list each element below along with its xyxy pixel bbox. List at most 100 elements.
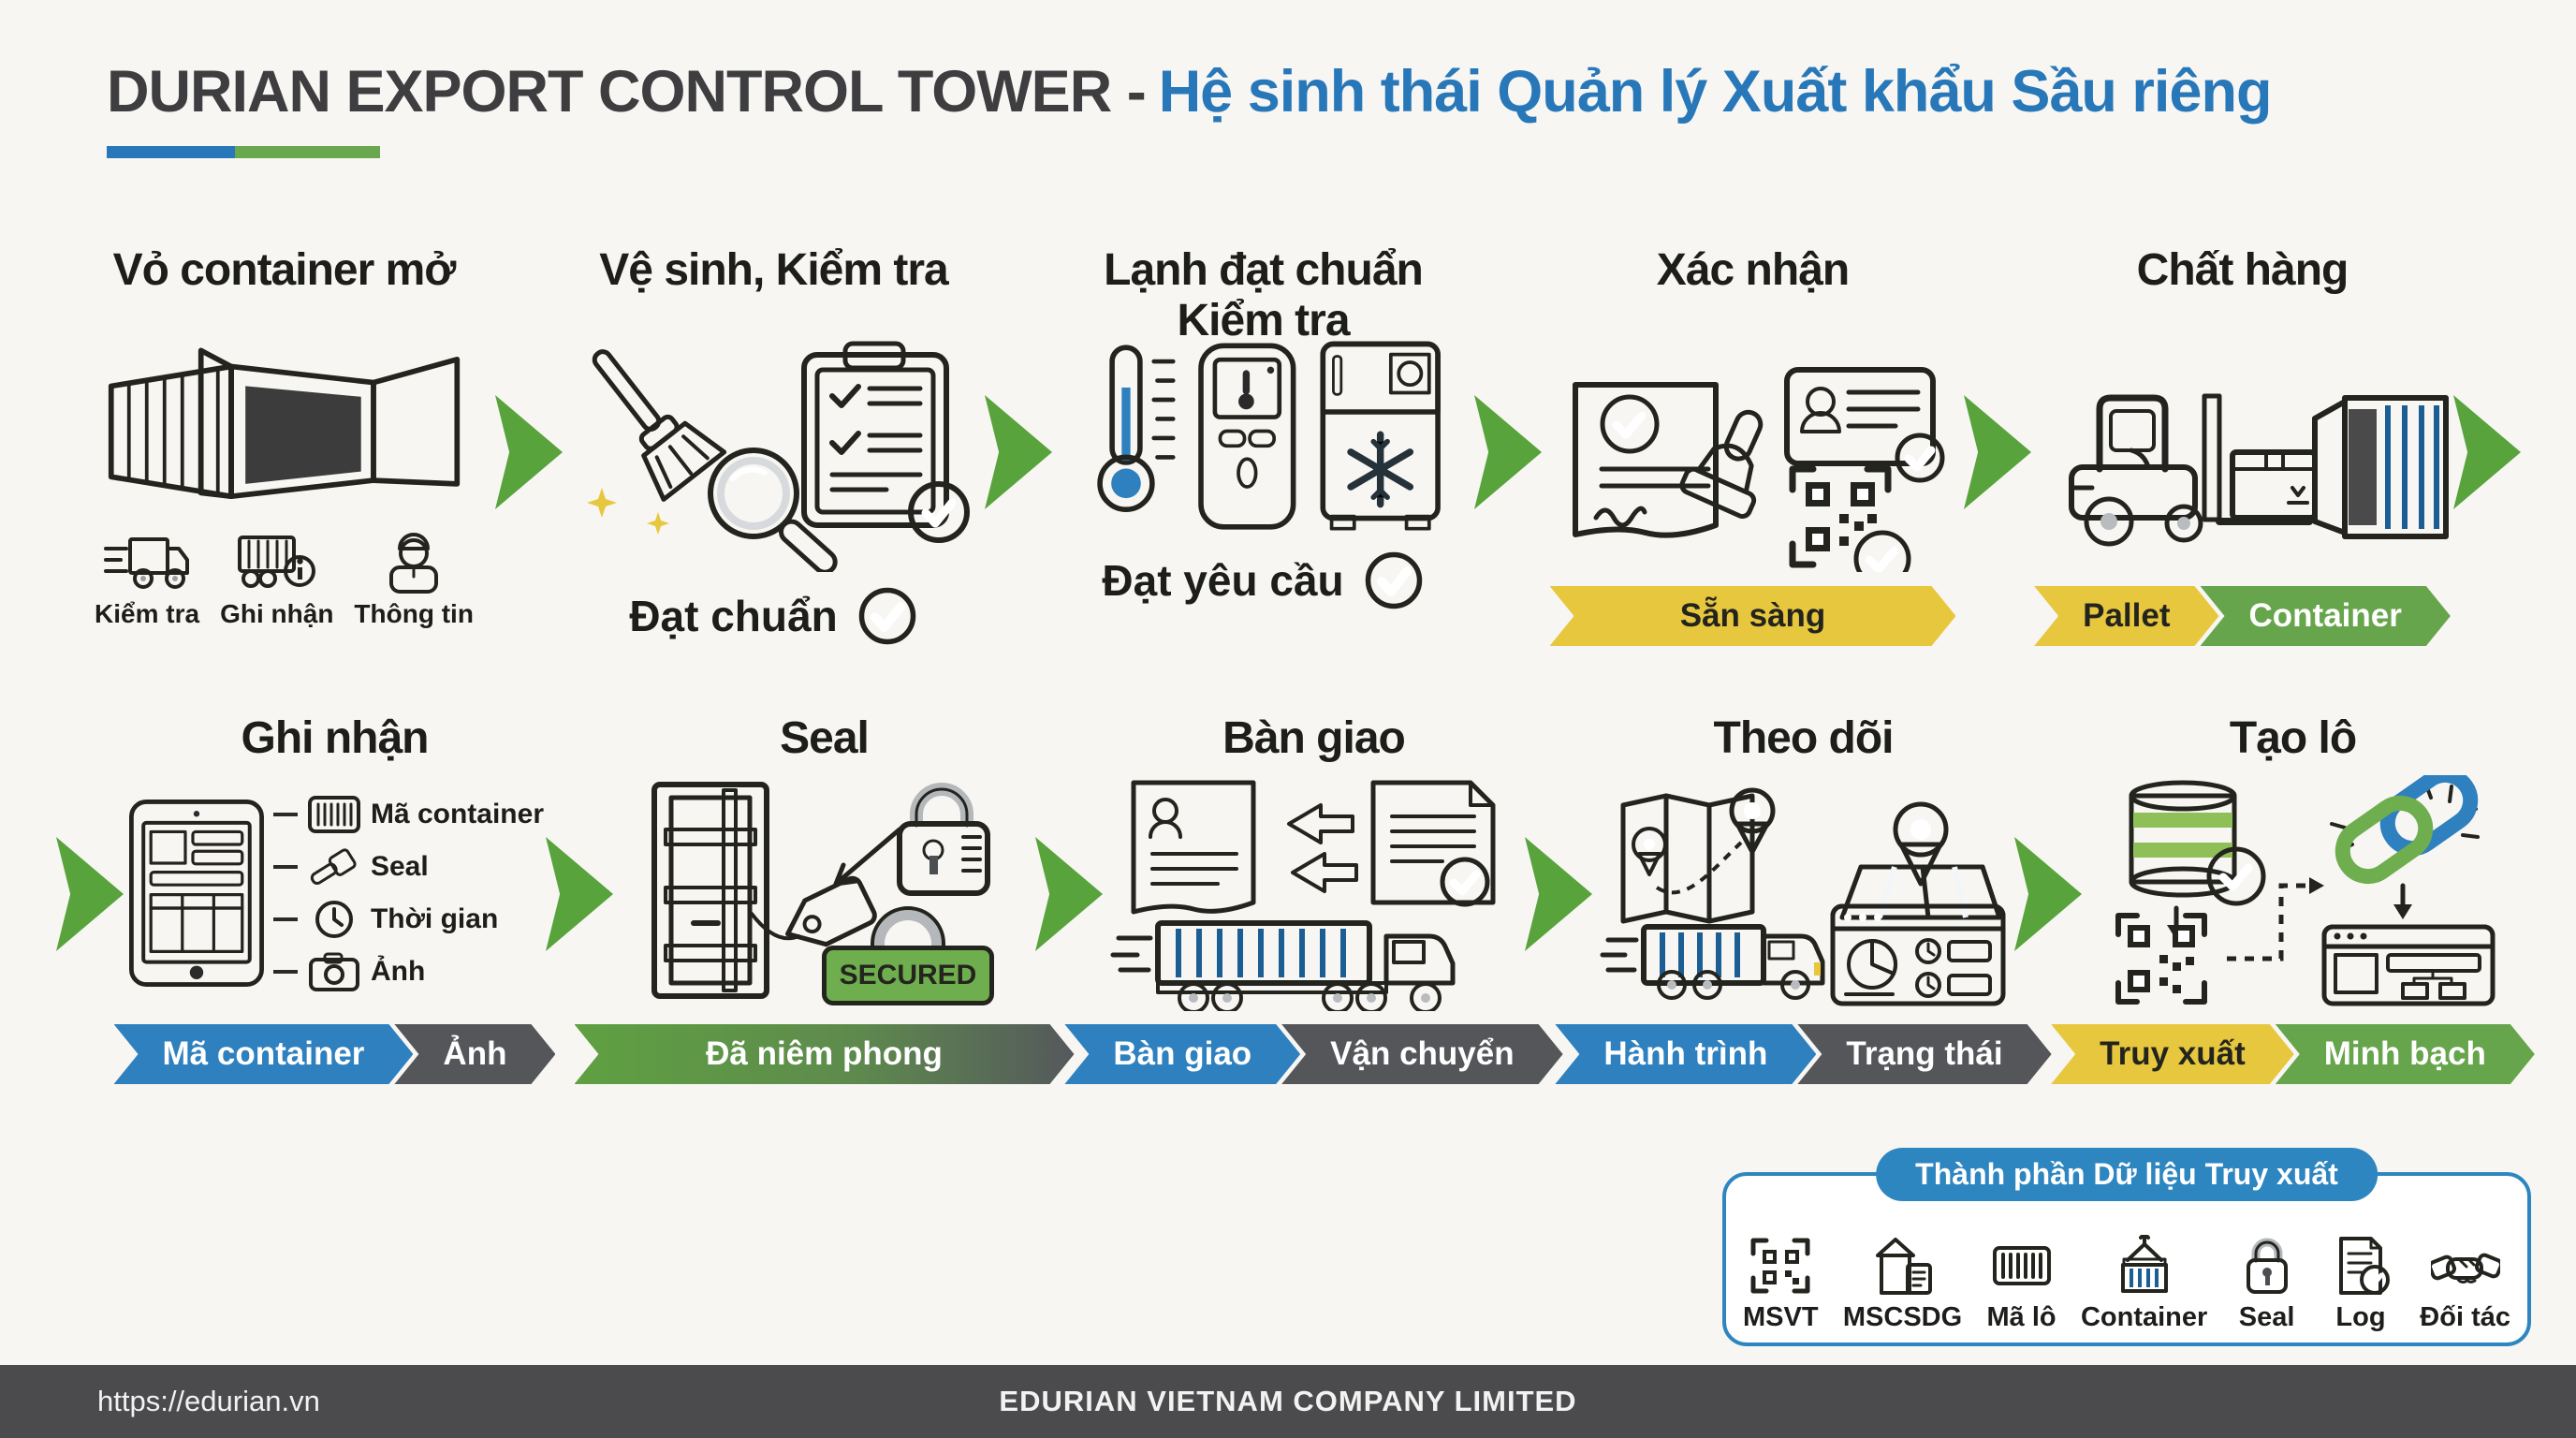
cold-check-icon bbox=[1054, 337, 1472, 537]
step-confirmation: Xác nhận bbox=[1544, 245, 1962, 655]
trace-item-label: MSVT bbox=[1743, 1302, 1819, 1332]
flow-arrow-icon bbox=[1964, 395, 2031, 509]
step-title: Vỏ container mở bbox=[112, 245, 457, 295]
flow-arrow-icon bbox=[1525, 837, 1592, 951]
secured-label: SECURED bbox=[821, 946, 995, 1005]
footer-url[interactable]: https://edurian.vn bbox=[97, 1385, 320, 1417]
trace-item-label: Đối tác bbox=[2420, 1302, 2510, 1332]
mini-record-trailer: Ghi nhận bbox=[220, 530, 333, 629]
step-title: Lạnh đạt chuẩn Kiểm tra bbox=[1104, 245, 1424, 345]
banner-handover: Bàn giao bbox=[1064, 1024, 1300, 1084]
flow-arrow-icon bbox=[2453, 395, 2521, 509]
open-container-icon bbox=[75, 337, 493, 521]
banner-photo: Ảnh bbox=[394, 1024, 555, 1084]
record-callouts: Mã container Seal bbox=[273, 793, 544, 993]
seal-tag-icon bbox=[310, 848, 357, 886]
trace-item-partner: Đối tác bbox=[2420, 1208, 2510, 1333]
step-banners: Hành trình Trạng thái bbox=[1555, 1015, 2051, 1093]
step-title-line1: Lạnh đạt chuẩn bbox=[1104, 245, 1424, 295]
flow-arrow-icon bbox=[985, 395, 1052, 509]
banner-journey: Hành trình bbox=[1555, 1024, 1816, 1084]
trace-item-label: Seal bbox=[2238, 1302, 2295, 1332]
building-icon bbox=[1875, 1238, 1932, 1295]
step-title: Ghi nhận bbox=[241, 713, 430, 763]
camera-icon bbox=[308, 952, 359, 991]
callout-container-code: Mã container bbox=[273, 793, 544, 836]
banner-ready: Sẵn sàng bbox=[1550, 586, 1956, 646]
step-title: Chất hàng bbox=[2136, 245, 2349, 295]
callout-label: Mã container bbox=[370, 799, 544, 829]
trace-item-label: Container bbox=[2080, 1302, 2208, 1332]
trace-item-seal: Seal bbox=[2232, 1208, 2302, 1333]
step-title: Tạo lô bbox=[2229, 713, 2357, 763]
mini-label: Thông tin bbox=[354, 599, 474, 628]
title-underline bbox=[107, 146, 380, 158]
flow-arrow-icon bbox=[1035, 837, 1103, 951]
secured-lock-badge: SECURED bbox=[821, 906, 995, 1005]
footer-bar: https://edurian.vn EDURIAN VIETNAM COMPA… bbox=[0, 1365, 2576, 1438]
footer-company-name: EDURIAN VIETNAM COMPANY LIMITED bbox=[999, 1385, 1577, 1417]
trace-item-label: MSCSDG bbox=[1842, 1302, 1963, 1332]
trace-item-batch-code: Mã lô bbox=[1987, 1208, 2056, 1333]
cleaning-inspection-icon bbox=[564, 337, 983, 573]
step-banners: Đã niêm phong bbox=[575, 1015, 1075, 1093]
step-banners: Truy xuất Minh bạch bbox=[2051, 1015, 2535, 1093]
callout-photo: Ảnh bbox=[273, 950, 544, 993]
step-handover: Bàn giao bbox=[1105, 713, 1523, 1093]
step-banners: Mã container Ảnh bbox=[114, 1015, 556, 1093]
status-text: Đạt yêu cầu bbox=[1102, 556, 1344, 605]
step-cleaning-inspection: Vệ sinh, Kiểm tra bbox=[564, 245, 983, 655]
trace-item-mscsdg: MSCSDG bbox=[1843, 1208, 1962, 1333]
flow-arrow-icon bbox=[546, 837, 613, 951]
log-document-icon bbox=[2338, 1237, 2390, 1295]
worker-icon bbox=[389, 533, 439, 594]
step-banners: Bàn giao Vận chuyển bbox=[1064, 1015, 1562, 1093]
qr-scan-icon bbox=[1750, 1238, 1810, 1294]
trace-item-label: Log bbox=[2335, 1302, 2386, 1332]
title-english: DURIAN EXPORT CONTROL TOWER - bbox=[107, 59, 1147, 125]
status-line: Đạt chuẩn bbox=[629, 577, 917, 655]
handshake-icon bbox=[2430, 1253, 2500, 1284]
trace-item-label: Mã lô bbox=[1986, 1302, 2056, 1332]
tracking-icon bbox=[1594, 775, 2012, 1011]
trace-item-log: Log bbox=[2326, 1208, 2395, 1333]
step-banners: Pallet Container bbox=[2034, 577, 2451, 655]
banner-transport: Vận chuyển bbox=[1281, 1024, 1562, 1084]
step-banners: Sẵn sàng bbox=[1550, 577, 1956, 655]
handover-icon bbox=[1105, 775, 1523, 1011]
flow-arrow-icon bbox=[495, 395, 563, 509]
flow-row-1: Vỏ container mở bbox=[75, 245, 2565, 676]
container-crane-icon bbox=[2120, 1235, 2168, 1293]
step-cold-standard-check: Lạnh đạt chuẩn Kiểm tra bbox=[1054, 245, 1472, 620]
step-title: Bàn giao bbox=[1222, 713, 1406, 763]
banner-status: Trạng thái bbox=[1797, 1024, 2051, 1084]
clock-icon bbox=[315, 901, 353, 938]
underline-green-segment bbox=[235, 146, 380, 158]
status-line: Đạt yêu cầu bbox=[1102, 541, 1424, 620]
banner-sealed: Đã niêm phong bbox=[575, 1024, 1075, 1084]
banner-container: Container bbox=[2201, 586, 2451, 646]
mini-label: Kiểm tra bbox=[95, 599, 200, 628]
flow-row-2: Ghi nhận bbox=[54, 713, 2563, 1125]
callout-label: Thời gian bbox=[370, 903, 499, 934]
step-title: Vệ sinh, Kiểm tra bbox=[599, 245, 948, 295]
banner-pallet: Pallet bbox=[2034, 586, 2218, 646]
step-recording: Ghi nhận bbox=[125, 713, 544, 1093]
step-seal: Seal bbox=[615, 713, 1033, 1093]
banner-transparency: Minh bạch bbox=[2276, 1024, 2535, 1084]
barcode-icon bbox=[307, 796, 360, 833]
step-title: Xác nhận bbox=[1656, 245, 1850, 295]
mini-label: Ghi nhận bbox=[220, 599, 334, 628]
step-loading: Chất hàng bbox=[2033, 245, 2452, 655]
trace-items: MSVT MSCSDG Mã lô bbox=[1743, 1208, 2510, 1333]
trailer-info-icon bbox=[237, 536, 315, 588]
tablet-icon bbox=[128, 800, 264, 987]
batch-traceability-icon bbox=[2084, 775, 2502, 1011]
mini-check-truck: Kiểm tra bbox=[95, 530, 199, 629]
title-vietnamese: Hệ sinh thái Quản lý Xuất khẩu Sầu riêng bbox=[1158, 59, 2273, 125]
callout-seal: Seal bbox=[273, 845, 544, 888]
flow-arrow-icon bbox=[1474, 395, 1542, 509]
step-title: Theo dõi bbox=[1713, 713, 1895, 763]
callout-label: Ảnh bbox=[370, 956, 426, 987]
